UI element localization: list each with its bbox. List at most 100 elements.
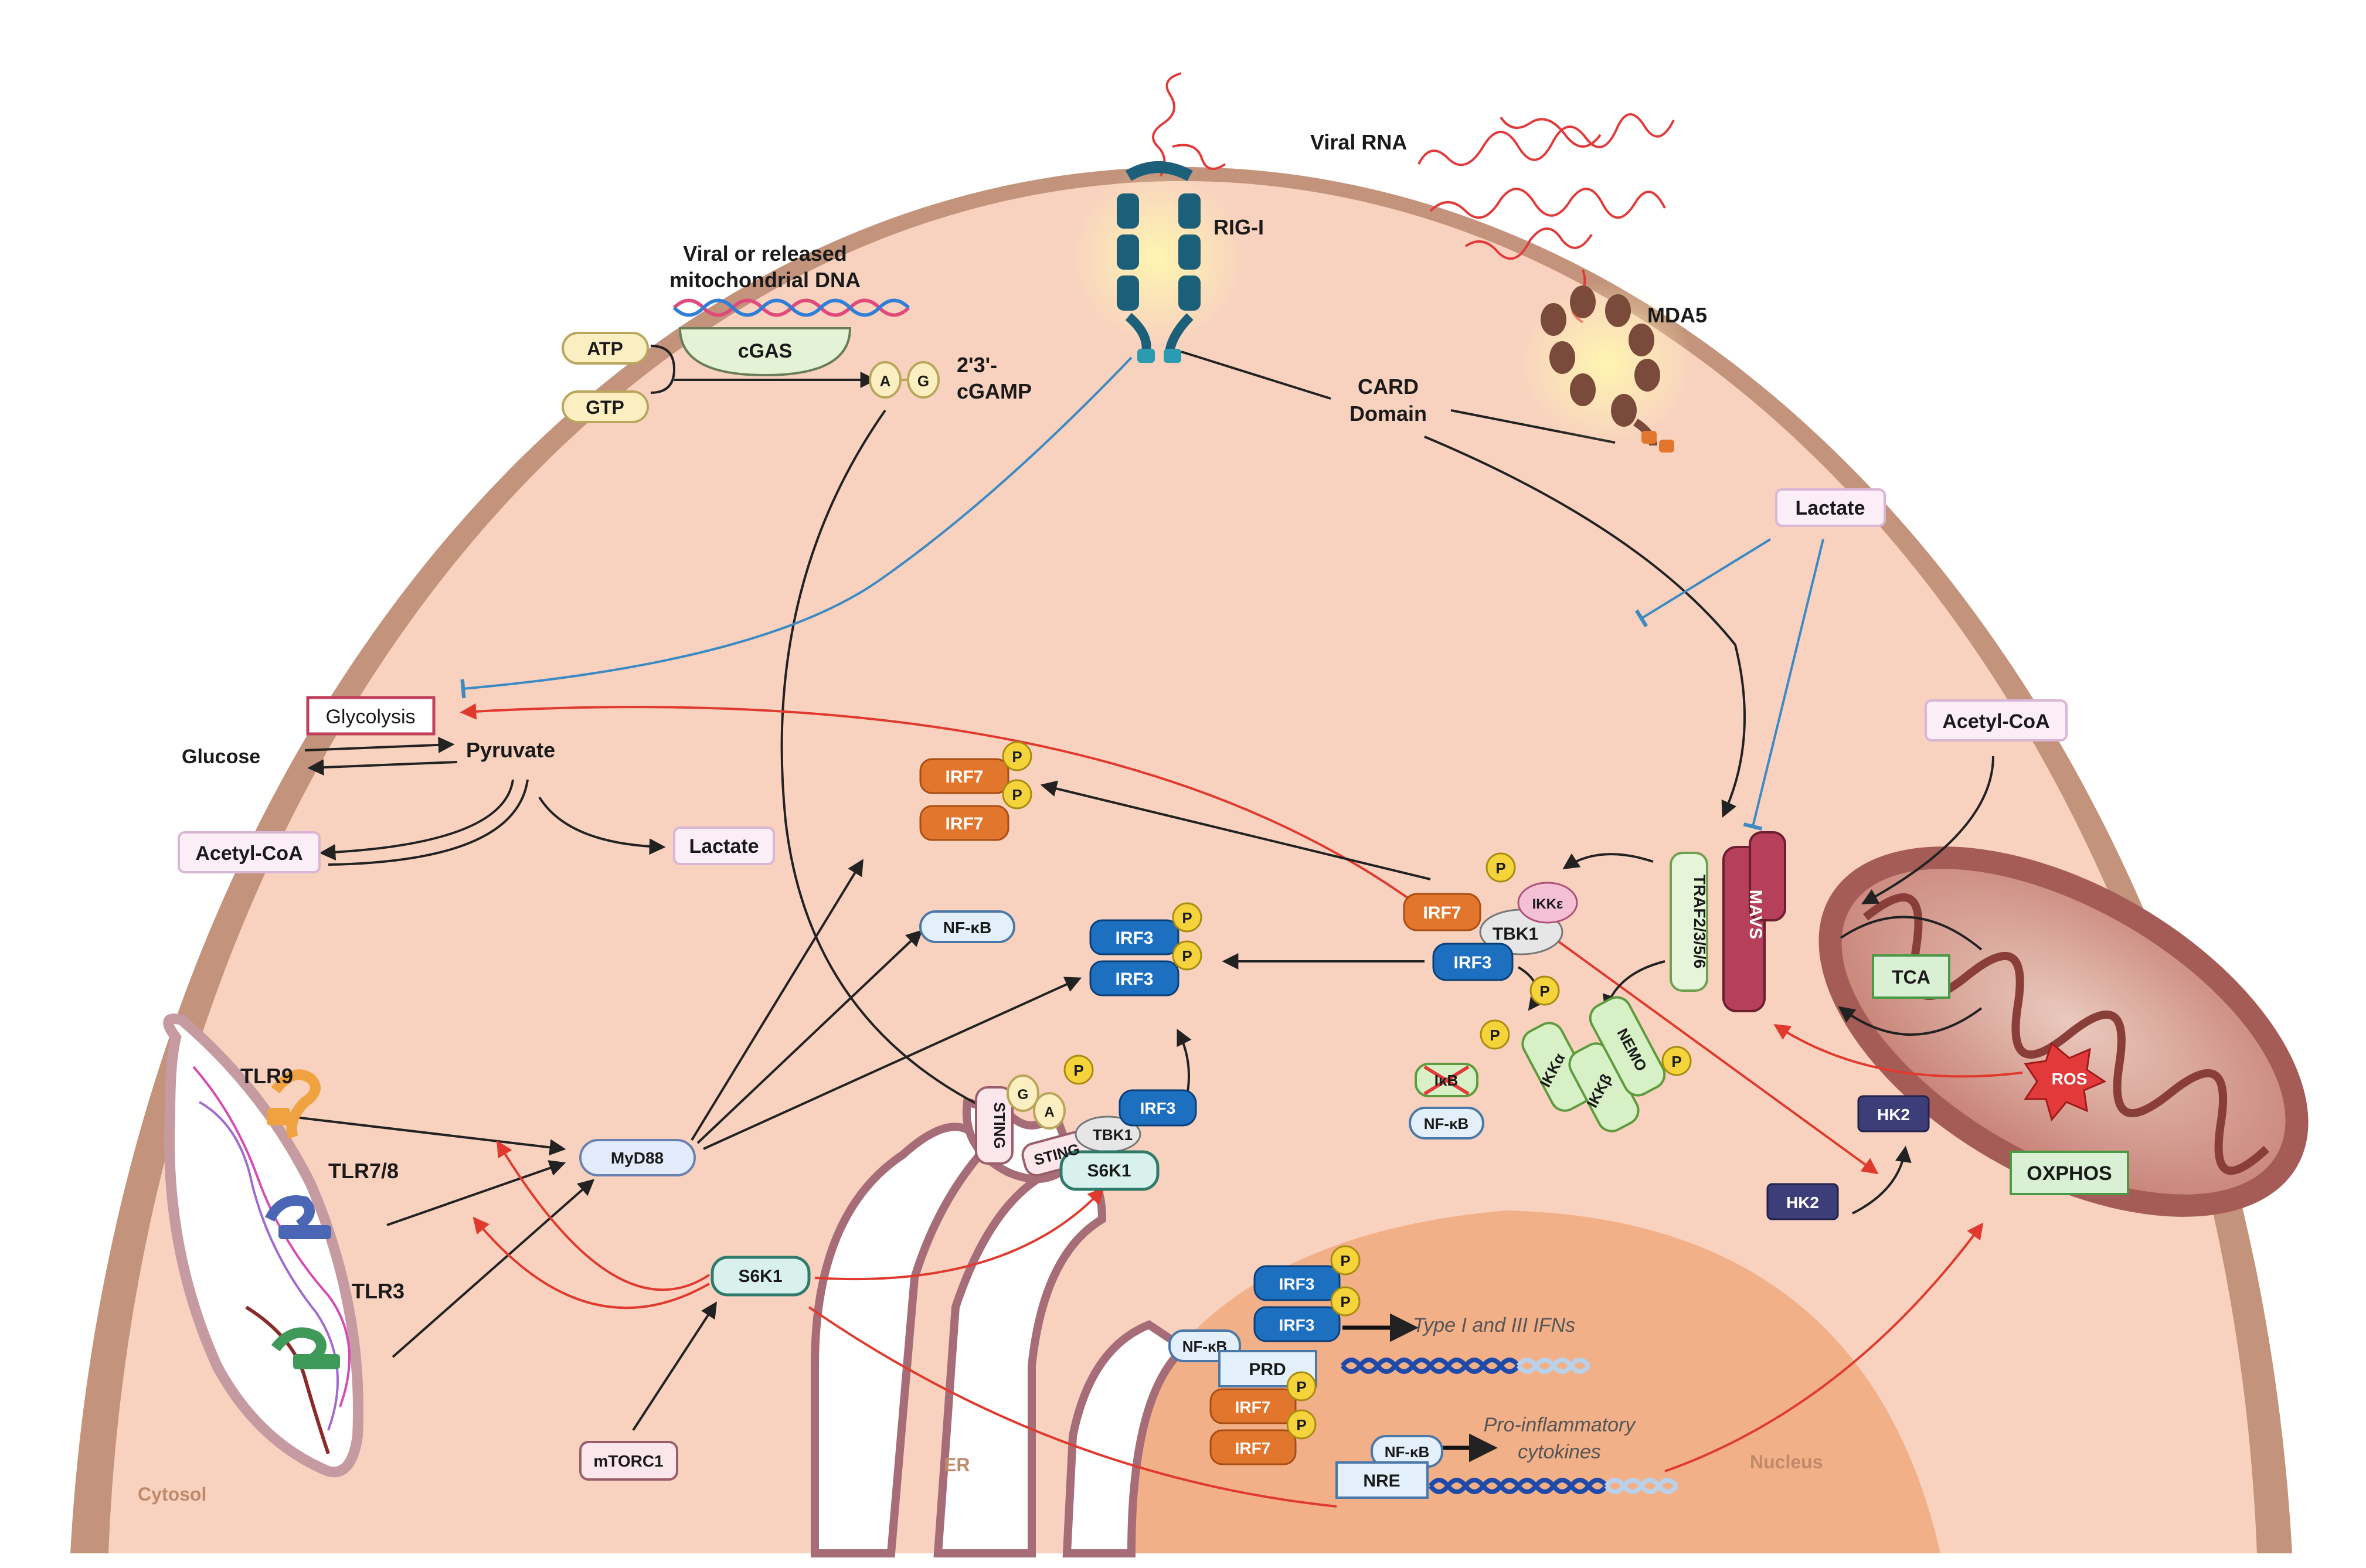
lactate-left-label: Lactate [689,835,759,858]
sting-label-1: STING [991,1102,1008,1148]
glycolysis-box [306,696,436,736]
nuclear-irf7-dimer [1209,1371,1317,1465]
p-4: P [1182,947,1192,965]
gtp-label: GTP [586,397,624,418]
p-7: P [1671,1053,1681,1070]
irf3-a-label: IRF3 [1115,928,1153,948]
s6k1-label: S6K1 [738,1267,782,1286]
tbk1-irf7-label: IRF7 [1423,903,1461,923]
viral-dna-label-2: mitochondrial DNA [669,268,861,292]
ikke-label: IKKε [1532,896,1563,912]
nuc-nfkb-nre-label: NF-κB [1385,1443,1430,1461]
rig-i-glow [1070,170,1246,346]
tlr78-label: TLR7/8 [328,1159,399,1183]
irf7-b-label: IRF7 [945,814,983,834]
sting-complex [975,1055,1197,1191]
cgamp-label-1: 2'3'- [957,353,997,377]
tca-label: TCA [1892,967,1930,988]
pathway-arrows [290,345,2023,1508]
cgamp-label-2: cGAMP [957,379,1032,403]
lactate-top-box [1775,488,1886,527]
s6k1-box [711,1256,811,1297]
nuc-irf7-b: IRF7 [1235,1439,1271,1457]
hk2-cyto-label: HK2 [1786,1193,1819,1212]
mtorc1-label: mTORC1 [593,1452,663,1470]
acetyl-coa-left-label: Acetyl-CoA [195,842,302,865]
ifn-label: Type I and III IFNs [1413,1314,1575,1336]
cytokines-label-2: cytokines [1518,1441,1601,1463]
oxphos-label: OXPHOS [2027,1162,2112,1185]
rig-i-protein [1117,161,1201,363]
cytokines-label-1: Pro-inflammatory [1484,1414,1637,1436]
mavs-label: MAVS [1746,890,1765,939]
p-8: P [1490,1026,1500,1044]
mitochondrion [1818,846,2309,1217]
mda5-label: MDA5 [1647,303,1707,327]
hk2-mito-box [1857,1095,1930,1132]
nuc-irf7-a: IRF7 [1235,1398,1271,1416]
card-label-2: Domain [1349,402,1427,426]
tbk1-complex [1403,852,1578,1006]
irf3-b-label: IRF3 [1115,970,1153,989]
cgas-enzyme [678,327,852,377]
tca-box [1872,954,1950,999]
oxphos-box [2010,1151,2129,1195]
p-2: P [1012,786,1022,804]
viral-rna-label: Viral RNA [1310,130,1407,154]
nfkb-right-label: NF-κB [1424,1115,1469,1132]
nuc-irf3-b: IRF3 [1279,1316,1315,1334]
myd88-label: MyD88 [611,1149,664,1167]
tca-cycle-arrows [1841,916,1983,1036]
ikb-nfkb-complex [1409,1019,1510,1140]
irf7-a-label: IRF7 [945,767,983,787]
ros-label: ROS [2052,1070,2088,1088]
nuc-irf3-a: IRF3 [1279,1275,1315,1293]
p-12: P [1296,1378,1306,1396]
p-11: P [1340,1293,1350,1311]
acetyl-coa-left-box [178,831,321,873]
viral-dna-label-1: Viral or released [683,242,847,266]
atp-pill [562,332,649,365]
rig-i-rna [1152,72,1226,176]
ikk-complex [1521,996,1692,1132]
tlr-receptors [192,1066,351,1454]
sting-cgamp-a: A [1044,1104,1054,1120]
atp-label: ATP [587,338,623,359]
nuclear-irf3-dimer [1253,1245,1361,1342]
viral-dna-helix [672,298,910,317]
pyruvate-label: Pyruvate [466,738,555,762]
irf7-dimer-phospho [919,741,1032,841]
tbk1-irf3-label: IRF3 [1453,953,1491,972]
cgamp-molecule [869,361,940,399]
sting-cgamp-g: G [1018,1087,1029,1103]
nfkb-upper-pill [919,910,1015,943]
glucose-label: Glucose [182,746,260,768]
nre-box [1335,1461,1429,1499]
cgamp-g: G [917,372,929,390]
p-13: P [1296,1416,1306,1434]
hk2-mito-label: HK2 [1877,1106,1910,1124]
lactate-top-label: Lactate [1795,497,1865,519]
sting-s6k1-label: S6K1 [1087,1161,1131,1181]
sting-irf3-label: IRF3 [1140,1099,1176,1117]
p-9: P [1073,1062,1083,1079]
p-5: P [1495,859,1505,877]
p-1: P [1012,748,1022,766]
glycolysis-label: Glycolysis [325,706,415,728]
tbk1-label: TBK1 [1493,924,1538,944]
tlr3-label: TLR3 [352,1279,404,1303]
mtorc1-box [579,1441,678,1481]
viral-rna [1417,113,1675,324]
hk2-cyto-box [1766,1183,1839,1220]
cytosol-label: Cytosol [138,1484,206,1505]
ros-burst [2024,1042,2107,1122]
er-label: ER [944,1454,970,1475]
promoter-dna-ifn [1340,1358,1591,1374]
card-label-1: CARD [1358,375,1419,399]
cytoplasm [108,181,2257,1554]
gtp-pill [562,390,649,423]
p-6: P [1539,982,1549,1000]
prd-label: PRD [1249,1360,1286,1379]
rig-i-label: RIG-I [1213,215,1264,239]
